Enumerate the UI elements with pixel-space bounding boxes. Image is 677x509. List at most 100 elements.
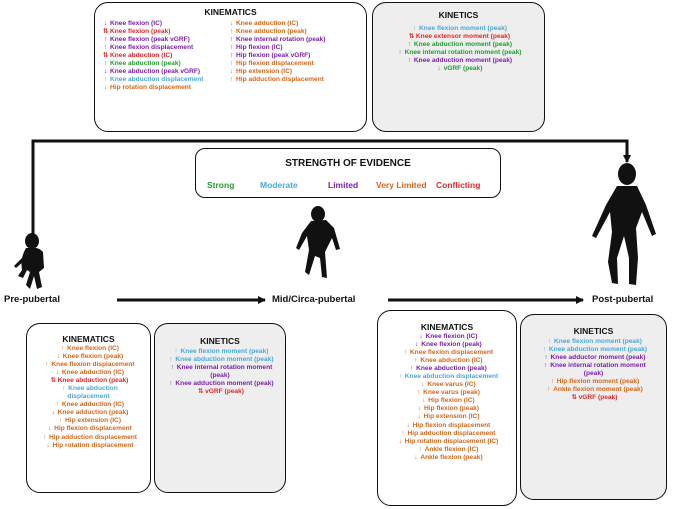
legend-title: STRENGTH OF EVIDENCE xyxy=(285,158,411,169)
arrow-both-icon: ⇅ xyxy=(50,377,56,385)
finding-text: vGRF (peak) xyxy=(205,388,244,396)
finding-line: ↑Knee abduction moment (peak) xyxy=(155,356,285,364)
arrow-up-icon: ↑ xyxy=(174,348,178,355)
finding-line: ↑Knee flexion displacement xyxy=(378,349,516,357)
arrow-up-icon: ↑ xyxy=(103,44,108,52)
pre-kinematics-title: KINEMATICS xyxy=(62,334,115,344)
arrow-up-icon: ↑ xyxy=(407,41,412,49)
arrow-up-icon: ↑ xyxy=(416,389,421,397)
finding-text: Knee extensor moment (peak) xyxy=(415,33,511,41)
pre-kinetics-list: ↑Knee flexion moment (peak)↑Knee abducti… xyxy=(155,348,285,396)
arrow-down-icon: ↓ xyxy=(417,413,421,421)
finding-line: ↑Knee flexion displacement xyxy=(101,44,203,52)
arrow-up-icon: ↑ xyxy=(62,385,66,393)
finding-text: Knee flexion (IC) xyxy=(66,345,120,352)
finding-text: Hip adduction displacement xyxy=(49,433,137,441)
arrow-up-icon: ↑ xyxy=(418,445,422,453)
finding-text: Hip extension (IC) xyxy=(236,68,293,76)
finding-text: Hip rotation displacement (IC) xyxy=(404,437,499,445)
finding-text: Knee adductor moment (peak) xyxy=(550,354,646,362)
finding-line: ↑Knee flexion (IC) xyxy=(27,345,150,353)
pre-kinetics-box: KINETICS ↑Knee flexion moment (peak)↑Kne… xyxy=(154,323,286,493)
finding-line: ↑Knee varus (peak) xyxy=(378,389,516,397)
finding-line: ⇅vGRF (peak) xyxy=(155,388,285,396)
finding-text: Knee abduction moment (peak) xyxy=(548,346,648,354)
legend-conflicting: Conflicting xyxy=(436,180,481,190)
arrow-up-icon: ↑ xyxy=(398,373,402,381)
arrow-up-icon: ↑ xyxy=(414,357,418,365)
finding-line: ↑Knee abduction (peak) xyxy=(378,365,516,373)
finding-line: ⇅Knee flexion (peak) xyxy=(101,28,203,36)
finding-line: ↑Hip adduction displacement xyxy=(378,430,516,438)
arrow-up-icon: ↑ xyxy=(229,44,234,52)
finding-line: ↑Knee abduction xyxy=(27,385,150,393)
finding-line: ↓Hip flexion (IC) xyxy=(378,397,516,405)
arrow-down-icon: ↓ xyxy=(419,333,423,340)
finding-text: Hip flexion displacement xyxy=(236,60,314,68)
finding-text: Knee flexion (peak) xyxy=(110,28,171,36)
finding-line: ↑Knee abduction (peak) xyxy=(101,60,203,68)
finding-line: ↑Knee flexion (peak vGRF) xyxy=(101,36,203,44)
post-kinematics-list: ↓Knee flexion (IC)↓Knee flexion (peak)↑K… xyxy=(378,333,516,462)
arrow-down-icon: ↓ xyxy=(103,20,108,27)
arrow-both-icon: ⇅ xyxy=(197,388,204,396)
top-kinetics-list: ↑Knee flexion moment (peak)⇅Knee extenso… xyxy=(373,25,544,73)
arrow-up-icon: ↑ xyxy=(103,36,108,44)
arrow-up-icon: ↑ xyxy=(409,365,414,373)
finding-line: ↑Knee abduction moment (peak) xyxy=(373,41,544,49)
finding-text: Hip rotation displacement xyxy=(52,441,134,449)
arrow-both-icon: ⇅ xyxy=(102,52,109,60)
finding-text: Knee abduction (IC) xyxy=(110,52,173,60)
top-kinetics-title: KINETICS xyxy=(438,10,479,20)
finding-line: ↓Hip flexion displacement xyxy=(378,422,516,430)
finding-line: displacement xyxy=(27,393,150,401)
arrow-up-icon: ↑ xyxy=(103,76,108,84)
arrow-up-icon: ↑ xyxy=(550,378,554,386)
pre-pubertal-silhouette-icon xyxy=(14,233,44,289)
pre-kinetics-title: KINETICS xyxy=(200,336,240,346)
finding-text: Hip flexion (peak) xyxy=(424,405,479,413)
top-kinematics-box: KINEMATICS ↓Knee flexion (IC)⇅Knee flexi… xyxy=(94,2,367,132)
finding-text: Knee abduction (peak vGRF) xyxy=(110,68,201,76)
finding-line: ↑Knee abduction (IC) xyxy=(378,357,516,365)
arrow-down-icon: ↓ xyxy=(229,20,234,27)
arrow-down-icon: ↓ xyxy=(414,453,418,461)
finding-text: Knee adduction (peak) xyxy=(236,28,307,36)
arrow-down-icon: ↓ xyxy=(55,369,59,377)
pre-kinematics-list: ↑Knee flexion (IC)↓Knee flexion (peak)↑K… xyxy=(27,345,150,450)
finding-line: ⇅vGRF (peak) xyxy=(521,394,666,402)
finding-text: Knee adduction moment (peak) xyxy=(175,380,274,388)
legend-limited: Limited xyxy=(328,180,359,190)
finding-line: ↓Knee adduction (IC) xyxy=(227,20,325,28)
finding-text: Hip adduction displacement xyxy=(407,429,496,437)
finding-text: Ankle flexion (peak) xyxy=(420,453,483,461)
finding-line: ⇅Knee abduction (IC) xyxy=(101,52,203,60)
arrow-down-icon: ↓ xyxy=(437,65,441,73)
finding-line: ↑Knee adduction moment (peak) xyxy=(155,380,285,388)
finding-text: Knee internal rotation moment xyxy=(176,364,273,372)
finding-text: Knee varus (IC) xyxy=(427,381,476,389)
finding-line: ↑Ankle flexion (IC) xyxy=(378,446,516,454)
finding-line: ↓Hip rotation displacement xyxy=(27,442,150,450)
arrow-both-icon: ⇅ xyxy=(571,394,577,402)
finding-line: ↓Knee varus (IC) xyxy=(378,381,516,389)
arrow-up-icon: ↑ xyxy=(546,386,551,394)
arrow-down-icon: ↓ xyxy=(51,409,55,417)
finding-line: ↓Knee abduction (peak vGRF) xyxy=(101,68,203,76)
finding-line: ↓Knee flexion (peak) xyxy=(378,341,516,349)
finding-line: ↑Hip extension (IC) xyxy=(27,417,150,425)
finding-line: (peak) xyxy=(521,370,666,378)
arrow-down-icon: ↓ xyxy=(422,397,426,405)
finding-line: ↓Knee flexion (IC) xyxy=(101,20,203,28)
finding-line: ↑Knee internal rotation moment xyxy=(155,364,285,372)
arrow-up-icon: ↑ xyxy=(45,361,49,369)
finding-text: Knee internal rotation moment xyxy=(550,362,646,370)
finding-text: Knee abduction (peak) xyxy=(57,377,129,385)
arrow-both-icon: ⇅ xyxy=(408,33,415,41)
legend-strong: Strong xyxy=(207,180,235,190)
arrow-down-icon: ↓ xyxy=(406,421,410,429)
finding-text: Knee flexion displacement xyxy=(409,349,494,357)
finding-line: ↓Knee abduction (IC) xyxy=(27,369,150,377)
evidence-legend-box: STRENGTH OF EVIDENCE Strong Moderate Lim… xyxy=(195,148,501,198)
post-pubertal-silhouette-icon xyxy=(592,163,656,285)
